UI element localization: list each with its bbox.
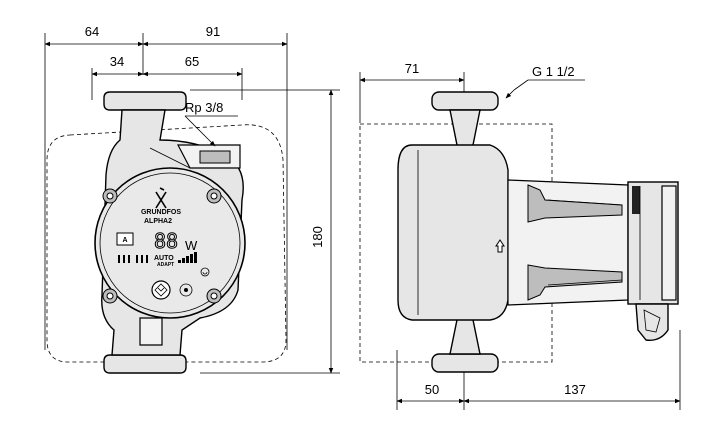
motor-fins: [527, 184, 623, 301]
auto-sub-label: ADAPT: [157, 262, 174, 268]
brand-label: GRUNDFOS: [141, 209, 181, 216]
selector-button-icon: [151, 280, 193, 300]
mode-letter: A: [122, 237, 127, 244]
dim-side-bottom-right: 137: [564, 382, 586, 397]
dim-front-height: 180: [310, 226, 325, 248]
grundfos-logo: GRUNDFOS ALPHA2: [141, 187, 181, 225]
dim-front-inner-right: 65: [185, 54, 199, 69]
performance-ramp: [178, 252, 197, 263]
power-digits: 88: [154, 229, 178, 253]
dim-front-right-width: 91: [206, 24, 220, 39]
night-mode-icon: [200, 267, 210, 277]
flow-arrow-icon: [495, 239, 505, 253]
callout-pipe-thread: G 1 1/2: [532, 64, 575, 79]
power-unit: W: [185, 238, 198, 253]
auto-label: AUTO: [154, 255, 174, 262]
dim-side-top-offset: 71: [405, 61, 419, 76]
dim-front-inner-left: 34: [110, 54, 124, 69]
dim-side-bottom-left: 50: [425, 382, 439, 397]
model-label: ALPHA2: [144, 218, 172, 225]
front-view: 64 91 34 65 180 Rp 3/8: [44, 24, 340, 374]
speed-indicator-bars: [118, 255, 148, 263]
callout-sensor-port: Rp 3/8: [185, 100, 223, 115]
side-view: 71 50 137 G 1 1/2: [359, 61, 681, 410]
mounting-screws: [102, 188, 222, 304]
dim-front-left-width: 64: [85, 24, 99, 39]
